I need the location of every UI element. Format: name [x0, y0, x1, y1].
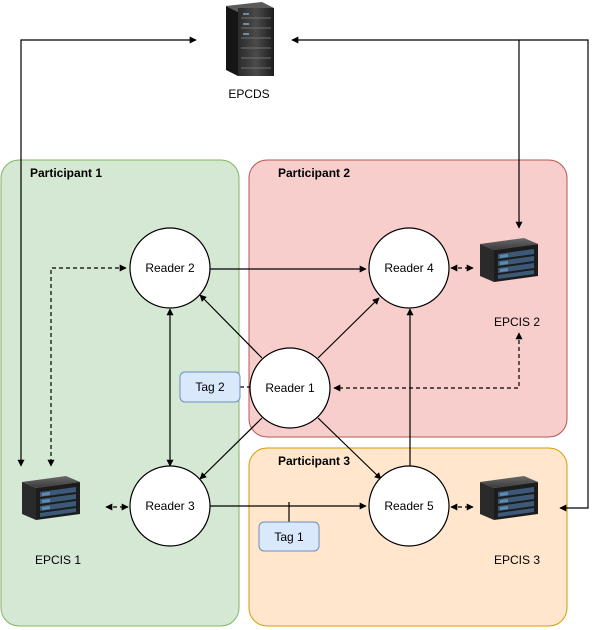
reader5-label: Reader 5 — [384, 499, 434, 513]
epcis1-label: EPCIS 1 — [35, 553, 81, 567]
reader2-label: Reader 2 — [145, 261, 195, 275]
participant-2-label: Participant 2 — [278, 166, 350, 180]
epcds-label: EPCDS — [228, 87, 269, 101]
reader1-node — [249, 347, 331, 429]
reader1-label: Reader 1 — [265, 381, 315, 395]
reader3-label: Reader 3 — [145, 499, 195, 513]
epcis2-label: EPCIS 2 — [494, 315, 540, 329]
edge-reader1-reader4 — [317, 297, 380, 359]
edge-reader1-reader5 — [317, 417, 382, 480]
participant-3-label: Participant 3 — [278, 454, 350, 468]
server-rack-icon — [226, 2, 274, 76]
storage-server-icon — [480, 476, 538, 520]
edge-reader1-reader2 — [199, 294, 263, 359]
tag1-label: Tag 1 — [274, 530, 304, 544]
edge-epcis2-reader1 — [333, 332, 523, 392]
edge-reader1-reader3 — [199, 417, 263, 480]
edge-epcis1-reader2 — [47, 264, 127, 467]
reader2-node — [129, 227, 211, 309]
connectors-solid — [17, 36, 589, 522]
tag1-box — [258, 521, 320, 552]
epcis3-label: EPCIS 3 — [494, 553, 540, 567]
storage-server-icon — [480, 238, 538, 282]
reader4-label: Reader 4 — [384, 261, 434, 275]
edge-epcis3-epcds — [519, 39, 589, 512]
reader3-node — [129, 465, 211, 547]
tag2-label: Tag 2 — [195, 380, 225, 394]
edge-epcds-epcis1 — [17, 36, 197, 467]
reader5-node — [368, 465, 450, 547]
participant-1-label: Participant 1 — [30, 166, 102, 180]
reader4-node — [368, 227, 450, 309]
storage-server-icon — [22, 476, 80, 520]
connectors-dashed — [47, 264, 523, 511]
tag2-box — [179, 371, 241, 403]
